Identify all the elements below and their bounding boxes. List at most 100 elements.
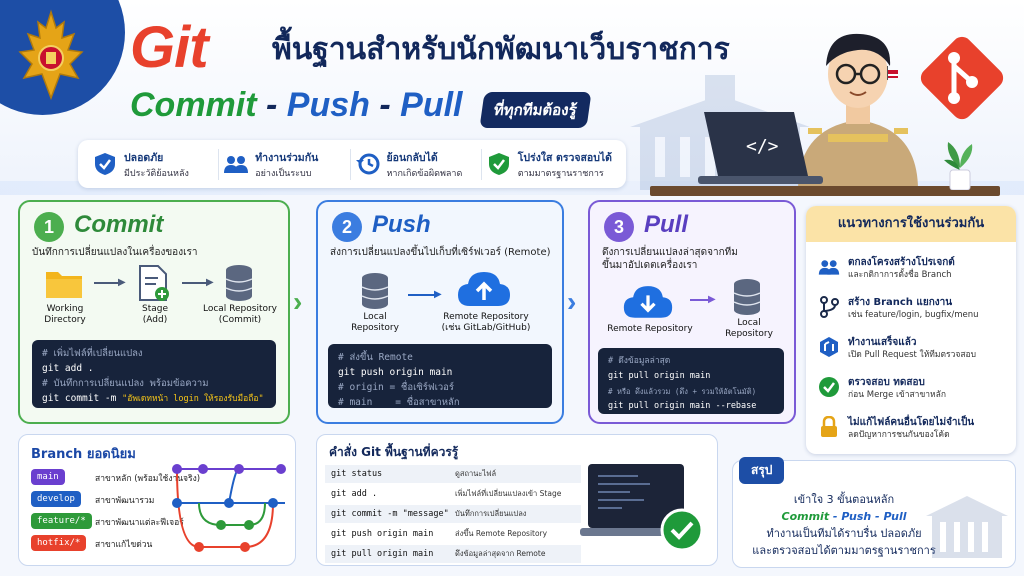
feature-sub: ตามมาตรฐานราชการ	[517, 168, 604, 179]
guideline-title: ตรวจสอบ ทดสอบ	[848, 377, 925, 388]
step-description: ดึงการเปลี่ยนแปลงล่าสุดจากทีม ขึ้นมาอัปเ…	[602, 247, 738, 271]
flow-arrow	[182, 282, 210, 284]
team-icon	[818, 260, 840, 275]
guideline-title: ตกลงโครงสร้างโปรเจกต์	[848, 257, 955, 268]
working-directory-label: Working Directory	[44, 304, 86, 325]
arrowhead-icon: ▶	[206, 277, 214, 288]
plant-icon	[944, 142, 973, 190]
guideline-sub: ก่อน Merge เข้าสาขาหลัก	[848, 390, 946, 400]
arrowhead-icon: ▶	[434, 289, 442, 300]
summary-line: และตรวจสอบได้ตามมาตรฐานราชการ	[752, 544, 936, 557]
code-comment: # ส่งขึ้น Remote	[338, 352, 413, 363]
feature-sub: อย่างเป็นระบบ	[255, 168, 312, 179]
chevron-right-icon: ›	[567, 286, 577, 317]
pull-code-block: # ดึงข้อมูลล่าสุด git pull origin main #…	[598, 348, 784, 414]
document-add-icon	[139, 265, 169, 301]
desk	[650, 186, 1000, 196]
branch-desc: สาขาหลัก (พร้อมใช้งานจริง)	[95, 474, 201, 484]
database-icon	[733, 279, 761, 315]
government-building-icon	[926, 496, 1008, 558]
arrowhead-icon: ▶	[118, 277, 126, 288]
subtitle-separator: -	[266, 86, 278, 124]
branch-tag-hotfix: hotfix/*	[31, 535, 87, 551]
developer-illustration	[798, 33, 918, 190]
step-description: บันทึกการเปลี่ยนแปลงในเครื่องของเรา	[32, 247, 198, 258]
step-title: Commit	[74, 211, 164, 238]
git-logo-icon	[920, 36, 1004, 120]
summary-line: เข้าใจ 3 ขั้นตอนหลัก	[793, 493, 895, 506]
guideline-item: ตกลงโครงสร้างโปรเจกต์และกติกาการตั้งชื่อ…	[818, 256, 1010, 281]
remote-repo-label: Remote Repository	[607, 324, 693, 334]
guideline-item: ไม่แก้ไฟล์คนอื่นโดยไม่จำเป็นลดปัญหาการชน…	[818, 416, 1010, 441]
laptop-icon: </>	[698, 112, 823, 184]
code-comment: # เพิ่มไฟล์ที่เปลี่ยนแปลง	[42, 348, 143, 359]
lock-icon	[821, 416, 837, 437]
commands-title: คำสั่ง Git พื้นฐานที่ควรรู้	[329, 445, 459, 459]
code-line: git add .	[42, 363, 94, 374]
summary-title: สรุป	[739, 457, 785, 484]
feature-sub: มีประวัติย้อนหลัง	[124, 168, 189, 179]
check-circle-icon	[819, 377, 839, 397]
subtitle-badge: ที่ทุกทีมต้องรู้	[479, 92, 592, 128]
step-description: ส่งการเปลี่ยนแปลงขึ้นไปเก็บที่เซิร์ฟเวอร…	[330, 247, 551, 258]
command-row: git commit -m "message" บันทึกการเปลี่ยนแ…	[325, 505, 581, 523]
flow-arrow	[408, 294, 438, 296]
branch-desc: สาขาพัฒนาแต่ละฟีเจอร์	[95, 518, 184, 528]
code-line: git push origin main	[338, 367, 453, 378]
feature-item: ย้อนกลับได้หากเกิดข้อผิดพลาด	[351, 148, 482, 180]
commit-card: 1 Commit บันทึกการเปลี่ยนแปลงในเครื่องขอ…	[18, 200, 290, 424]
command-text: git push origin main	[331, 529, 434, 539]
local-repo-label: Local Repository (Commit)	[202, 304, 278, 325]
flow-arrow	[94, 282, 122, 284]
guideline-title: ไม่แก้ไฟล์คนอื่นโดยไม่จำเป็น	[848, 417, 975, 428]
government-emblem-icon	[18, 9, 84, 101]
remote-repo-label: Remote Repository (เช่น GitLab/GitHub)	[441, 312, 531, 333]
command-desc: ดูสถานะไฟล์	[455, 469, 497, 478]
guideline-sub: เช่น feature/login, bugfix/menu	[848, 310, 979, 320]
code-comment: # บันทึกการเปลี่ยนแปลง พร้อมข้อความ	[42, 378, 209, 389]
feature-sub: หากเกิดข้อผิดพลาด	[386, 168, 463, 179]
command-desc: ดึงข้อมูลล่าสุดจาก Remote	[455, 549, 546, 558]
local-repo-label: Local Repository	[351, 312, 399, 333]
feature-title: ย้อนกลับได้	[386, 151, 438, 164]
push-card: 2 Push ส่งการเปลี่ยนแปลงขึ้นไปเก็บที่เซิ…	[316, 200, 564, 424]
guideline-sub: ลดปัญหาการชนกันของโค้ด	[848, 430, 950, 440]
svg-text:</>: </>	[746, 136, 779, 157]
subtitle-separator: -	[379, 86, 391, 124]
shield-check-icon	[95, 153, 115, 175]
branch-tag-feature: feature/*	[31, 513, 92, 529]
features-strip: ปลอดภัยมีประวัติย้อนหลัง ทำงานร่วมกันอย่…	[78, 140, 626, 188]
chevron-right-icon: ›	[293, 286, 303, 317]
subtitle-push: Push	[286, 86, 370, 124]
step-number: 1	[34, 212, 64, 242]
commit-code-block: # เพิ่มไฟล์ที่เปลี่ยนแปลง git add . # บั…	[32, 340, 276, 408]
cloud-upload-icon	[458, 272, 510, 306]
local-repo-label: Local Repository	[725, 318, 773, 339]
push-code-block: # ส่งขึ้น Remote git push origin main # …	[328, 344, 552, 408]
guideline-title: สร้าง Branch แยกงาน	[848, 297, 953, 308]
command-desc: บันทึกการเปลี่ยนแปลง	[455, 509, 527, 518]
branches-title: Branch ยอดนิยม	[31, 447, 136, 462]
database-icon	[361, 273, 389, 309]
history-icon	[355, 153, 379, 175]
page-title: พื้นฐานสำหรับนักพัฒนาเว็บราชการ	[272, 32, 730, 67]
summary-pull: Pull	[883, 510, 907, 523]
branch-tag-main: main	[31, 469, 65, 485]
branch-icon	[820, 296, 839, 318]
check-shield-icon	[488, 153, 509, 175]
subtitle-pull: Pull	[400, 86, 463, 124]
summary-body: เข้าใจ 3 ขั้นตอนหลัก Commit - Push - Pul…	[739, 491, 949, 559]
command-text: git add .	[331, 489, 378, 499]
folder-icon	[46, 272, 82, 298]
branch-desc: สาขาแก้ไขด่วน	[95, 540, 153, 550]
feature-title: ทำงานร่วมกัน	[255, 151, 319, 164]
feature-title: โปร่งใส ตรวจสอบได้	[517, 151, 612, 164]
guidelines-panel: แนวทางการใช้งานร่วมกัน ตกลงโครงสร้างโปรเ…	[806, 206, 1016, 454]
title-git: Git	[130, 15, 209, 80]
summary-separator: -	[829, 510, 842, 523]
step-title: Push	[372, 211, 431, 238]
summary-line: ทำงานเป็นทีมได้ราบรื่น ปลอดภัย	[766, 527, 922, 540]
command-text: git status	[331, 469, 383, 479]
guideline-item: ตรวจสอบ ทดสอบก่อน Merge เข้าสาขาหลัก	[818, 376, 1010, 401]
command-text: git commit -m "message"	[331, 509, 449, 519]
